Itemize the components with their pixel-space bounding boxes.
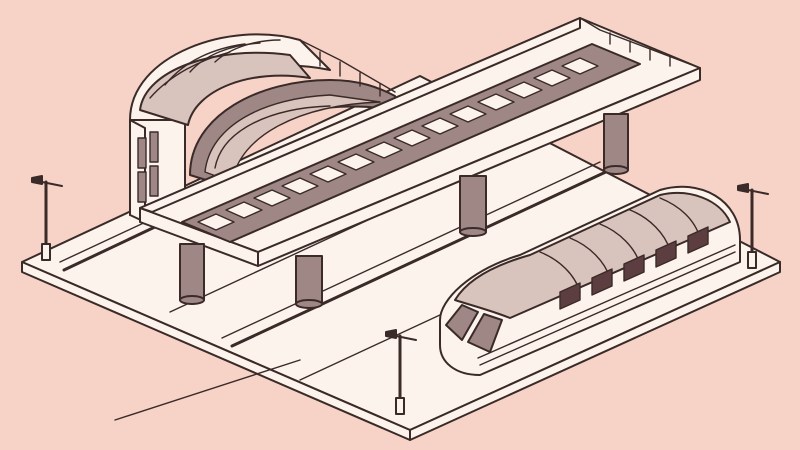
cable-line bbox=[114, 359, 301, 421]
ground-slab bbox=[21, 75, 781, 441]
pillar bbox=[295, 255, 323, 309]
streetlamp-icon bbox=[385, 329, 417, 415]
pillar bbox=[459, 175, 487, 237]
track-pillars bbox=[179, 113, 629, 309]
elevated-track bbox=[139, 17, 701, 267]
pillar bbox=[603, 113, 629, 175]
pillar bbox=[179, 243, 205, 305]
streetlamp-icon bbox=[31, 175, 63, 261]
track-sleepers bbox=[197, 57, 599, 231]
station-hall bbox=[129, 33, 396, 223]
train-windows bbox=[559, 226, 709, 310]
monorail-train bbox=[439, 185, 741, 376]
streetlamp-icon bbox=[737, 183, 769, 269]
